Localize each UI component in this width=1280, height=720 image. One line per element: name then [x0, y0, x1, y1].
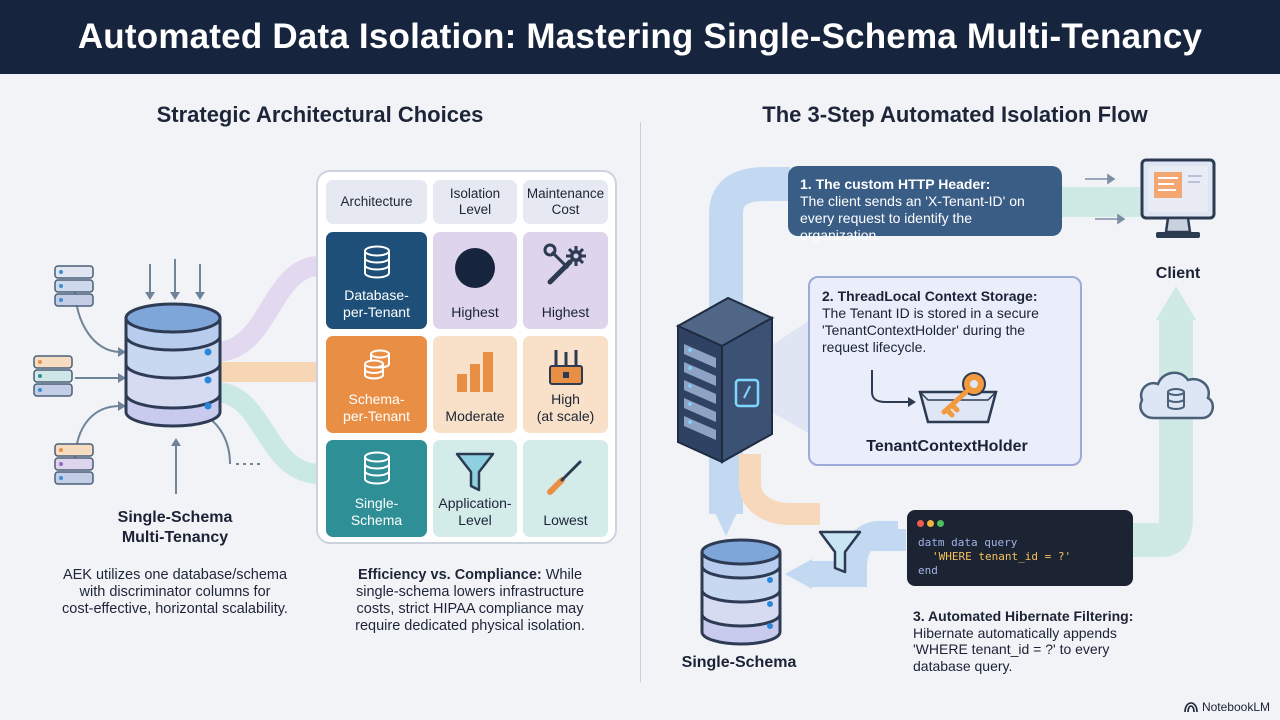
step2-title: 2. ThreadLocal Context Storage: — [822, 288, 1038, 304]
infographic-canvas: Strategic Architectural Choices — [0, 74, 1280, 720]
tenant-server-icon — [33, 355, 73, 397]
isolation-label: Moderate — [445, 408, 505, 424]
window-controls — [917, 517, 947, 531]
cost-label: High (at scale) — [536, 391, 595, 424]
step1-http-header-card: 1. The custom HTTP Header: The client se… — [788, 166, 1062, 243]
isolation-highest-cell: Highest — [433, 232, 517, 329]
architecture-label: Schema- per-Tenant — [343, 391, 410, 424]
step1-text: The client sends an 'X-Tenant-ID' on eve… — [800, 193, 1025, 243]
brand-label: NotebookLM — [1201, 700, 1270, 714]
code-end: end — [918, 564, 938, 577]
hibernate-query-code-box: datm data query 'WHERE tenant_id = ?' en… — [907, 510, 1133, 586]
application-server-icon — [675, 296, 775, 464]
section-divider — [640, 122, 641, 682]
tenant-server-icon — [54, 443, 94, 485]
compliance-note: Efficiency vs. Compliance: While single-… — [330, 567, 610, 635]
screwdriver-icon — [546, 460, 581, 495]
key-tray-icon — [871, 370, 998, 424]
tenant-context-holder-label: TenantContextHolder — [866, 438, 1028, 455]
page-title: Automated Data Isolation: Mastering Sing… — [77, 17, 1203, 56]
row-database-per-tenant: Database- per-Tenant — [326, 232, 427, 329]
cost-label: Lowest — [543, 512, 588, 528]
tenant-server-icon — [54, 265, 94, 307]
single-schema-database-icon — [700, 538, 782, 646]
client-computer-icon — [1140, 158, 1216, 238]
central-db-label: Single-Schema Multi-Tenancy — [117, 509, 233, 546]
stacked-database-icon — [363, 349, 390, 380]
cloud-database-icon — [1139, 371, 1215, 420]
step3-title: 3. Automated Hibernate Filtering: — [913, 608, 1134, 624]
architecture-comparison-table: Architecture Isolation Level Maintenance… — [316, 170, 617, 544]
cost-lowest-cell: Lowest — [523, 440, 608, 537]
notebooklm-brand: NotebookLM — [1184, 700, 1270, 714]
cost-highest-cell: Highest — [523, 232, 608, 329]
right-section-title: The 3-Step Automated Isolation Flow — [762, 102, 1148, 127]
left-section-title: Strategic Architectural Choices — [156, 102, 484, 127]
architecture-label: Database- per-Tenant — [343, 287, 410, 320]
client-label: Client — [1155, 265, 1201, 282]
funnel-icon — [455, 452, 495, 492]
code-text: data query — [944, 536, 1018, 549]
step2-threadlocal-card: 2. ThreadLocal Context Storage: The Tena… — [808, 276, 1082, 466]
code-lines: datm data query 'WHERE tenant_id = ?' en… — [918, 536, 1071, 578]
cost-label: Highest — [541, 304, 590, 320]
central-database-icon — [124, 302, 222, 428]
compliance-note-text: While single-schema lowers infrastructur… — [355, 567, 585, 634]
single-schema-label: Single-Schema — [681, 654, 797, 671]
isolation-moderate-cell: Moderate — [433, 336, 517, 433]
table-header-architecture: Architecture — [326, 180, 427, 224]
table-header-isolation: Isolation Level — [433, 180, 517, 224]
row-schema-per-tenant: Schema- per-Tenant — [326, 336, 427, 433]
bar-chart-icon — [457, 352, 493, 392]
notebooklm-logo-icon — [1184, 701, 1198, 712]
header-banner: Automated Data Isolation: Mastering Sing… — [0, 0, 1280, 74]
database-icon — [363, 245, 390, 279]
isolation-label: Application- Level — [438, 495, 512, 528]
compliance-note-title: Efficiency vs. Compliance: — [357, 567, 542, 583]
table-header-cost: Maintenance Cost — [523, 180, 608, 224]
code-keyword: datm — [918, 536, 945, 549]
database-icon — [363, 451, 390, 485]
tools-gear-icon — [543, 243, 586, 285]
central-db-description: AEK utilizes one database/schema with di… — [62, 567, 288, 617]
full-circle-icon — [455, 248, 495, 288]
toolbox-icon — [548, 350, 583, 385]
isolation-application-cell: Application- Level — [433, 440, 517, 537]
architecture-label: Single- Schema — [350, 495, 403, 528]
isolation-label: Highest — [451, 304, 499, 320]
code-string: 'WHERE tenant_id = ?' — [932, 550, 1072, 563]
step3-hibernate-filter-text: 3. Automated Hibernate Filtering: Hibern… — [913, 608, 1163, 674]
step1-title: 1. The custom HTTP Header: — [800, 176, 991, 192]
step2-text: The Tenant ID is stored in a secure 'Ten… — [822, 305, 1039, 355]
row-single-schema: Single- Schema — [326, 440, 427, 537]
filter-funnel-icon — [818, 530, 862, 574]
cost-high-cell: High (at scale) — [523, 336, 608, 433]
step3-text: Hibernate automatically appends 'WHERE t… — [913, 624, 1117, 674]
